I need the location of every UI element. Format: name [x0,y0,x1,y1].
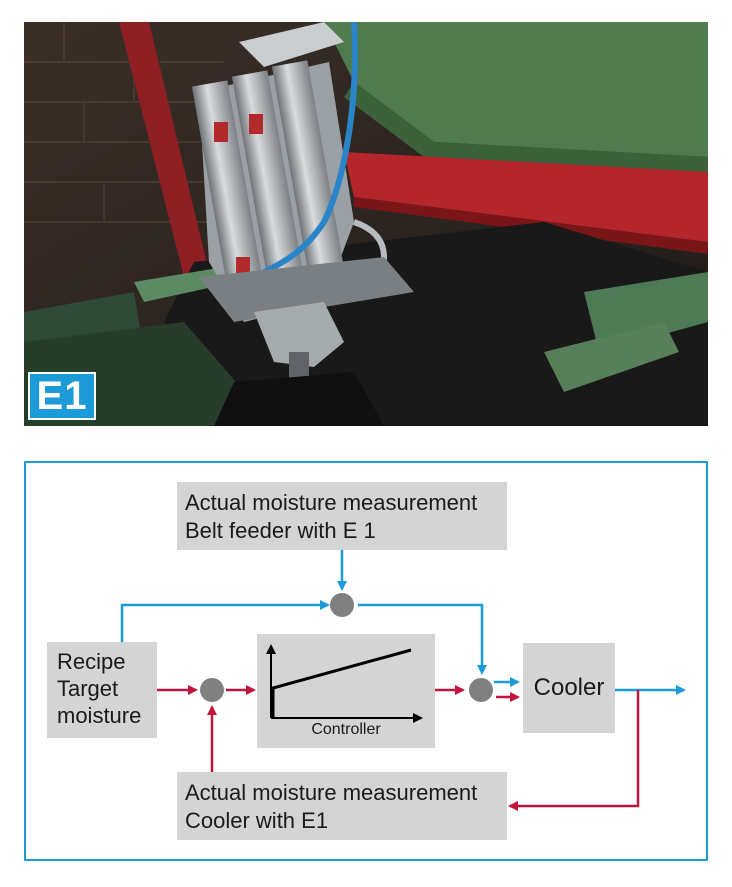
recipe-line2: Target [57,676,119,701]
cooler-box: Cooler [523,643,615,733]
node-top [330,593,354,617]
controller-box: Controller [257,634,435,748]
top-box-line1: Actual moisture measurement [185,490,478,515]
top-box-line2: Belt feeder with E 1 [185,518,376,543]
flow-lines [120,550,686,811]
controller-response-line [271,648,412,718]
recipe-line3: moisture [57,703,142,728]
belt-feeder-measurement-box: Actual moisture measurement Belt feeder … [177,482,507,550]
cooler-measurement-box: Actual moisture measurement Cooler with … [177,772,507,840]
photo-illustration [24,22,708,426]
controller-graph [266,644,423,723]
control-diagram: Actual moisture measurement Belt feeder … [24,461,708,861]
node-mix [469,678,493,702]
controller-label: Controller [311,721,381,738]
machine-photo [24,22,708,426]
bottom-box-line2: Cooler with E1 [185,808,329,833]
cooler-label: Cooler [533,674,605,701]
line-topnode-to-mix [358,603,487,675]
e1-badge: E1 [28,372,96,420]
bottom-box-line1: Actual moisture measurement [185,780,478,805]
line-recipe-to-top-node [120,600,330,642]
line-cooler-feedback [508,690,640,811]
node-left [200,678,224,702]
recipe-line1: Recipe [57,649,126,674]
recipe-box: Recipe Target moisture [47,642,157,738]
